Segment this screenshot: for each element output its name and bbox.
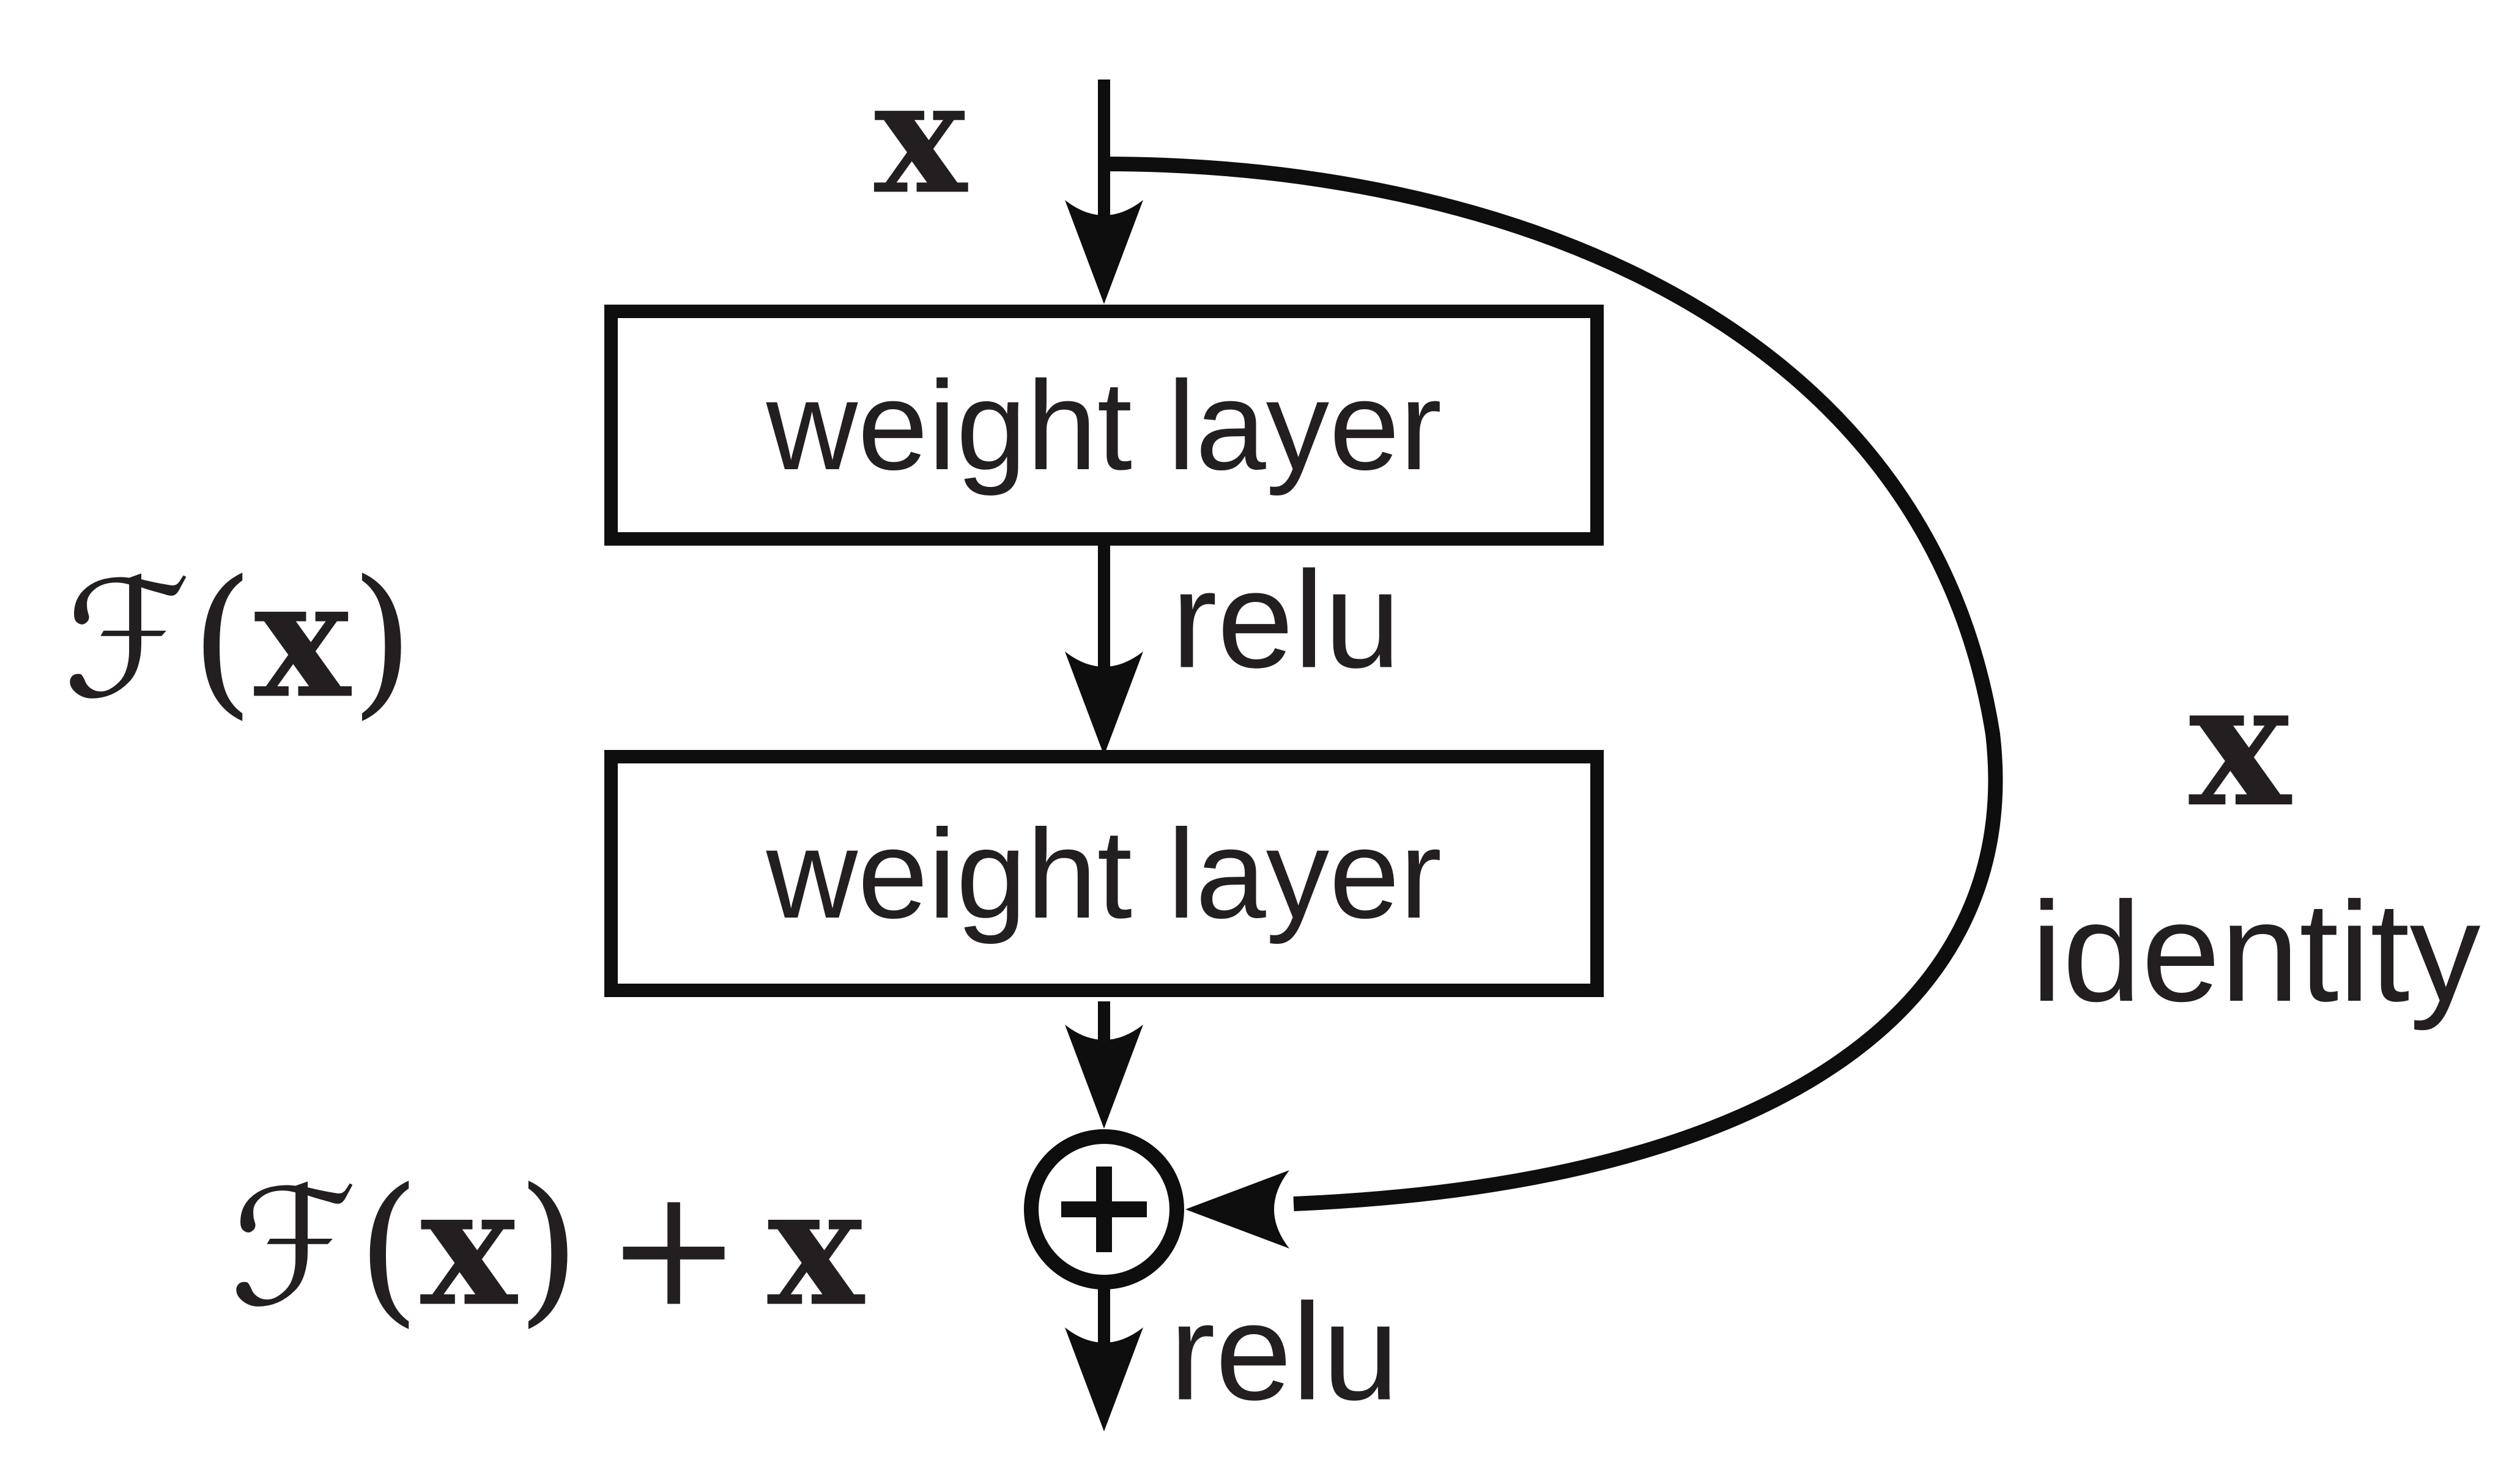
fx-plus-x-label: ℱ(x)+x [229,1167,864,1330]
open-paren: ( [190,546,254,735]
script-f: ℱ [63,546,191,735]
script-f: ℱ [229,1154,357,1343]
fx-var-x: x [420,1152,517,1343]
mid-arrowhead-icon [1065,651,1143,755]
skip-arrowhead-icon [1185,1170,1289,1249]
relu-mid-label: relu [1171,542,1401,697]
input-x-label: x [873,46,968,229]
weight-layer-2-label: weight layer [766,803,1442,944]
plus-operator: + [606,1154,742,1343]
weight-layer-box-2: weight layer [604,750,1604,997]
skip-x-label: x [2188,644,2291,845]
input-arrowhead-icon [1065,200,1143,304]
weight-layer-box-1: weight layer [604,305,1604,546]
close-paren: ) [517,1154,580,1343]
to-sum-arrowhead-icon [1065,1025,1143,1129]
weight-layer-1-label: weight layer [766,354,1442,496]
identity-label: identity [2031,873,2481,1031]
sum-circle [1024,1129,1184,1289]
sum-var-x: x [767,1152,864,1343]
output-arrowhead-icon [1065,1327,1143,1431]
close-paren: ) [350,546,414,735]
skip-connection-curve [1103,157,2003,1211]
fx-label: ℱ(x) [63,558,413,722]
open-paren: ( [357,1154,421,1343]
relu-out-label: relu [1169,1274,1399,1429]
fx-var-x: x [254,544,351,735]
plus-icon [1061,1167,1147,1252]
